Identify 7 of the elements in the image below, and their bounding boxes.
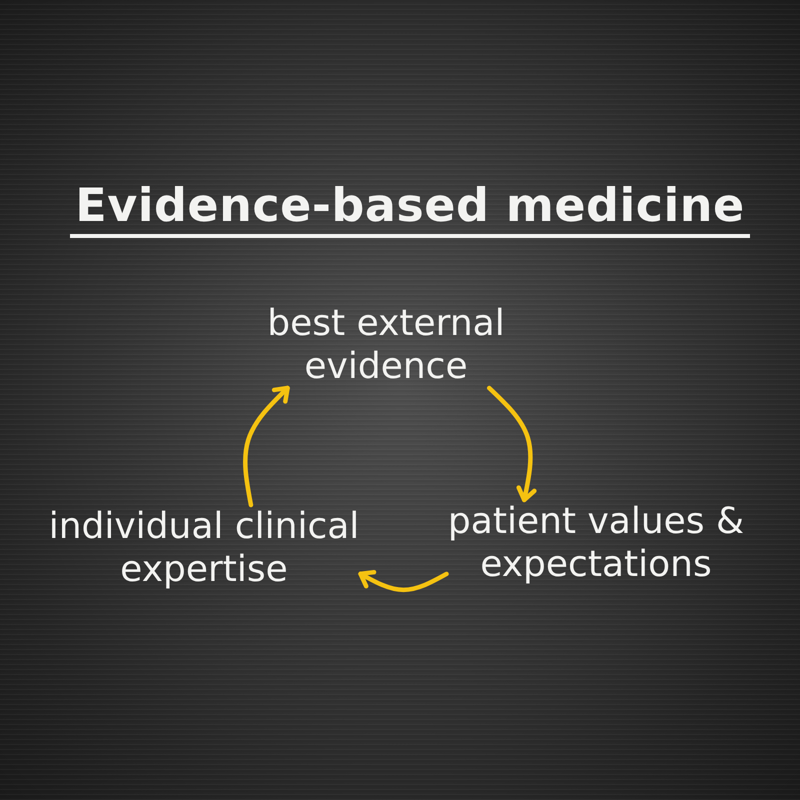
curved-arrow xyxy=(243,386,290,508)
concept-label: patient values & expectations xyxy=(446,500,746,586)
curved-arrow xyxy=(486,386,537,502)
concept-label: individual clinical expertise xyxy=(48,505,360,591)
curved-arrow xyxy=(358,570,449,592)
concept-label: best external evidence xyxy=(266,302,506,388)
title: Evidence-based medicine xyxy=(70,178,750,238)
